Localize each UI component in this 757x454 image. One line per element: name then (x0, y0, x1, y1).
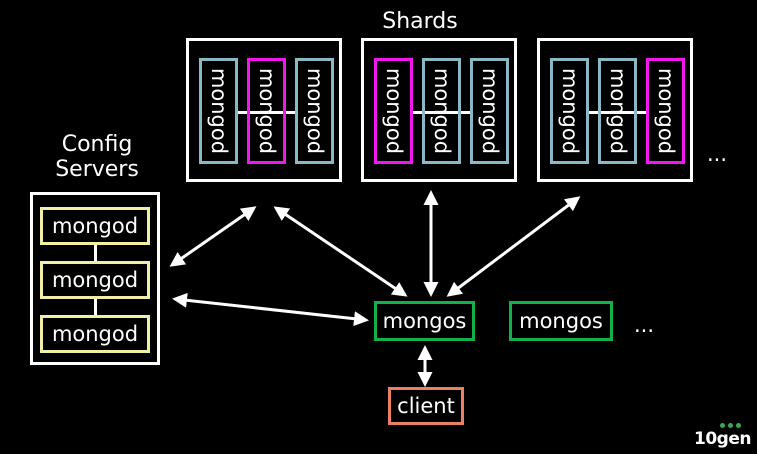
replica-link (235, 111, 297, 114)
mongos-router-2: mongos (509, 301, 613, 341)
replica-link (586, 111, 648, 114)
client-node: client (388, 387, 464, 425)
arrow-config-to-mongos (172, 292, 369, 327)
shard-3-node-1: mongod (550, 58, 589, 164)
shard-1: mongod mongod mongod (186, 38, 342, 182)
shard-2-node-1-primary: mongod (374, 58, 413, 164)
shard-2-node-2: mongod (422, 58, 461, 164)
more-routers-ellipsis: ... (634, 313, 655, 337)
config-link (94, 245, 97, 263)
shard-2: mongod mongod mongod (361, 38, 517, 182)
shard-3: mongod mongod mongod (537, 38, 693, 182)
config-servers-box: mongod mongod mongod (30, 192, 160, 365)
shard-1-node-2-primary: mongod (247, 58, 286, 164)
config-link (94, 299, 97, 317)
config-server-1: mongod (40, 207, 150, 245)
replica-link (410, 111, 472, 114)
config-servers-title: Config Servers (40, 132, 154, 182)
config-server-3: mongod (40, 315, 150, 353)
shard-2-node-3: mongod (470, 58, 509, 164)
shard-3-node-2: mongod (598, 58, 637, 164)
config-title-line2: Servers (55, 157, 139, 182)
config-title-line1: Config (61, 132, 133, 157)
10gen-logo: 10gen (694, 421, 751, 451)
shard-1-node-3: mongod (295, 58, 334, 164)
config-server-2: mongod (40, 261, 150, 299)
shard-3-node-3-primary: mongod (646, 58, 685, 164)
mongos-router-1: mongos (374, 301, 475, 341)
more-shards-ellipsis: ... (707, 142, 728, 166)
logo-text: 10gen (694, 429, 751, 449)
arrow-shard3-to-mongos (446, 196, 581, 297)
logo-dots (720, 423, 744, 429)
shard-1-node-1: mongod (199, 58, 238, 164)
shards-title: Shards (382, 9, 458, 34)
arrow-shard1-to-mongos (273, 206, 408, 297)
arrow-config-to-shards (169, 206, 257, 267)
